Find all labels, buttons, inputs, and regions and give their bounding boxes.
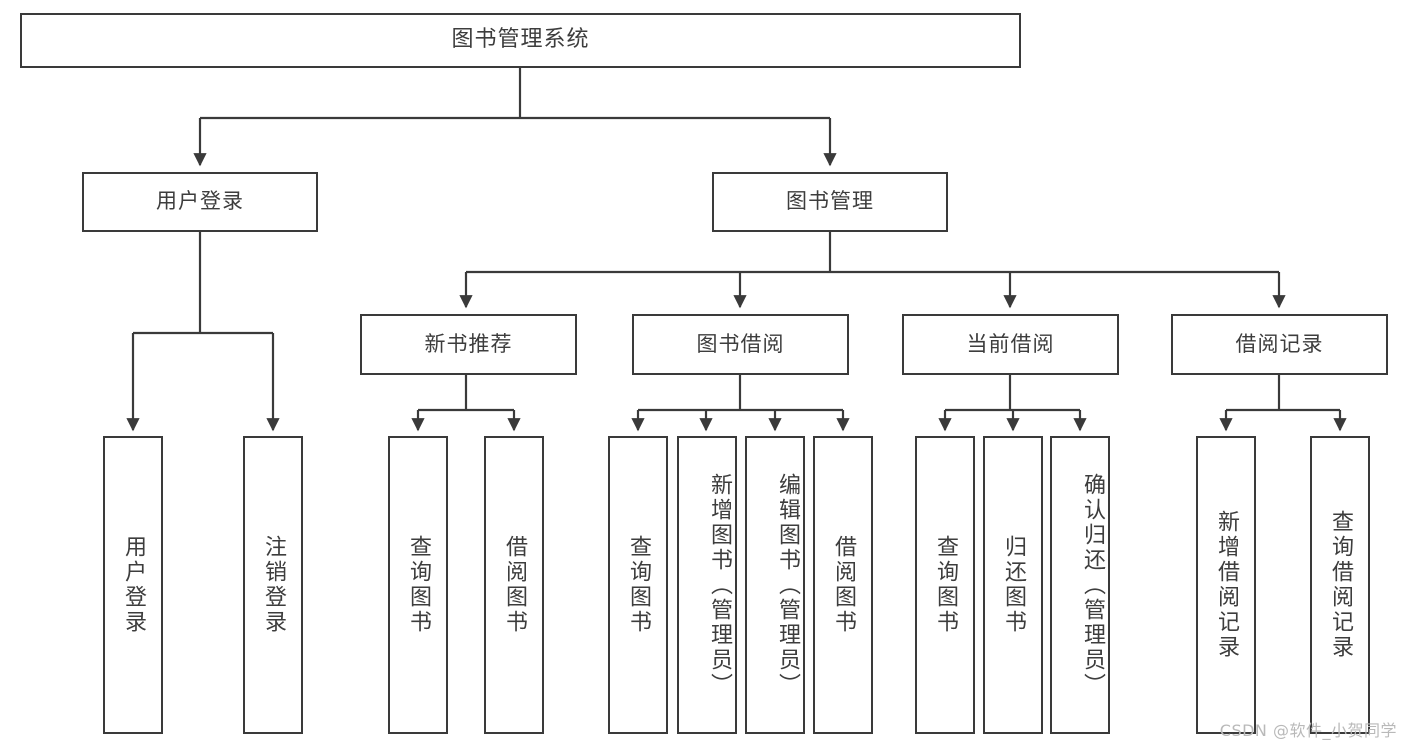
node-new-book-recommend[interactable]: 新书推荐: [360, 314, 577, 375]
node-root-system[interactable]: 图书管理系统: [20, 13, 1021, 68]
node-book-management[interactable]: 图书管理: [712, 172, 948, 232]
leaf-recommend-query-book[interactable]: 查询图书: [388, 436, 448, 734]
leaf-user-login-logout[interactable]: 注销登录: [243, 436, 303, 734]
leaf-current-confirm-return-admin[interactable]: 确认归还（管理员）: [1050, 436, 1110, 734]
leaf-borrow-query-book[interactable]: 查询图书: [608, 436, 668, 734]
leaf-borrow-edit-book-admin[interactable]: 编辑图书（管理员）: [745, 436, 805, 734]
leaf-borrow-borrow-book[interactable]: 借阅图书: [813, 436, 873, 734]
leaf-record-add-record[interactable]: 新增借阅记录: [1196, 436, 1256, 734]
node-book-borrow[interactable]: 图书借阅: [632, 314, 849, 375]
node-borrow-record[interactable]: 借阅记录: [1171, 314, 1388, 375]
leaf-user-login-login[interactable]: 用户登录: [103, 436, 163, 734]
leaf-current-return-book[interactable]: 归还图书: [983, 436, 1043, 734]
leaf-record-query-record[interactable]: 查询借阅记录: [1310, 436, 1370, 734]
leaf-recommend-borrow-book[interactable]: 借阅图书: [484, 436, 544, 734]
leaf-current-query-book[interactable]: 查询图书: [915, 436, 975, 734]
leaf-borrow-add-book-admin[interactable]: 新增图书（管理员）: [677, 436, 737, 734]
watermark: CSDN @软件_小贺同学: [1219, 721, 1397, 740]
node-current-borrow[interactable]: 当前借阅: [902, 314, 1119, 375]
node-user-login[interactable]: 用户登录: [82, 172, 318, 232]
